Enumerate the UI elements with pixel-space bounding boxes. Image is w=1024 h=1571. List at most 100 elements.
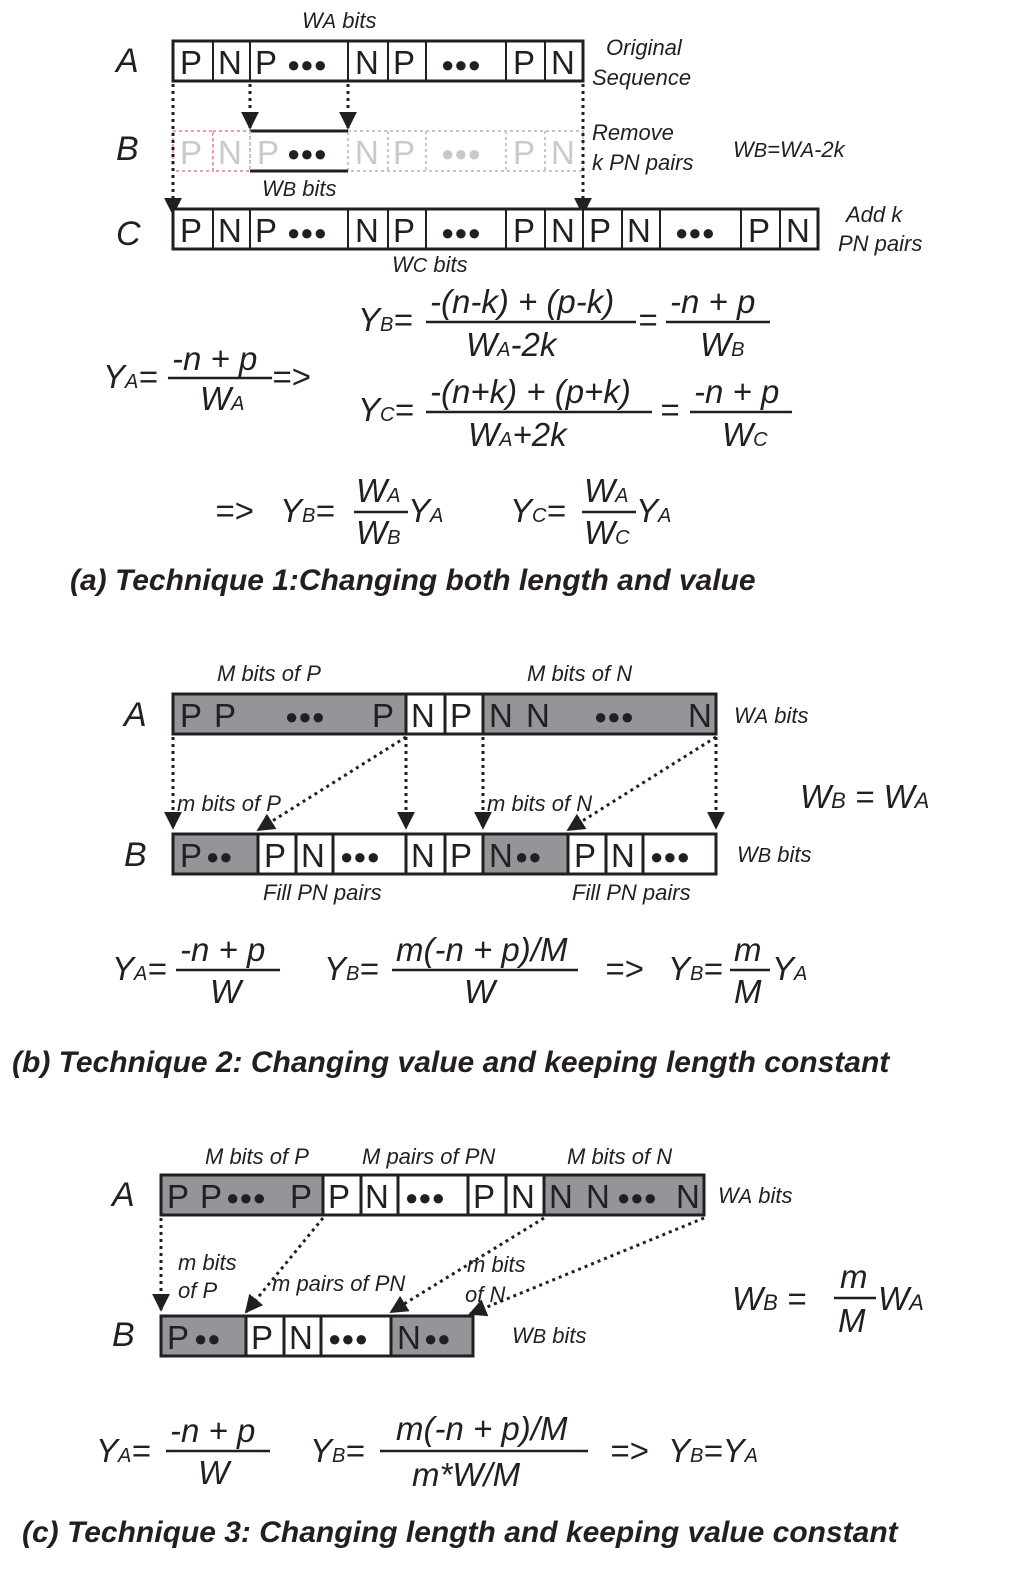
panel-c: M bits of P M pairs of PN M bits of N A … xyxy=(22,1144,924,1549)
row-b-label: B xyxy=(116,130,139,168)
svg-text:N: N xyxy=(301,837,325,874)
svg-text:=>: => xyxy=(605,950,644,987)
wb-bits-label: WB bits xyxy=(512,1323,586,1348)
svg-text:N: N xyxy=(489,837,513,874)
svg-text:●●●: ●●● xyxy=(405,1185,445,1210)
sequence-a: P P ●●● P P N ●●● P N N N ●●● N xyxy=(159,1173,706,1217)
m-pairs-pn-label: M pairs of PN xyxy=(362,1144,495,1169)
svg-text:YA: YA xyxy=(772,950,807,987)
row-a-label: A xyxy=(110,1176,135,1214)
caption-b: (b) Technique 2: Changing value and keep… xyxy=(12,1046,891,1079)
svg-text:●●●: ●●● xyxy=(650,844,690,869)
svg-text:N: N xyxy=(551,212,575,249)
fill-pn-1: Fill PN pairs xyxy=(263,880,382,905)
svg-text:P: P xyxy=(513,212,535,249)
svg-text:W: W xyxy=(198,1454,232,1491)
svg-text:P: P xyxy=(180,44,202,81)
svg-text:●●●: ●●● xyxy=(594,704,634,729)
svg-text:YB=: YB= xyxy=(310,1432,365,1469)
panel-a: A B C WA bits P N P ●●● N P ●●● P N Orig… xyxy=(70,8,922,597)
svg-text:●●: ●● xyxy=(206,844,233,869)
svg-text:P: P xyxy=(255,44,277,81)
svg-text:P: P xyxy=(180,697,202,734)
svg-text:W: W xyxy=(464,973,498,1010)
svg-text:=>: => xyxy=(272,358,311,395)
wa-bits-label: WA bits xyxy=(734,703,808,728)
svg-text:N: N xyxy=(411,837,435,874)
svg-text:WA: WA xyxy=(878,1280,924,1317)
svg-text:P: P xyxy=(180,212,202,249)
svg-text:-n + p: -n + p xyxy=(172,340,257,377)
svg-text:P: P xyxy=(167,1178,189,1215)
row-a-label: A xyxy=(114,42,139,80)
svg-text:WA: WA xyxy=(356,472,401,509)
svg-text:YA=: YA= xyxy=(103,358,158,395)
svg-text:WB: WB xyxy=(700,326,745,363)
svg-text:N: N xyxy=(688,697,712,734)
svg-text:WB: WB xyxy=(356,514,401,551)
svg-text:P: P xyxy=(372,697,394,734)
svg-text:P: P xyxy=(393,44,415,81)
add-label-2: PN pairs xyxy=(838,231,922,256)
svg-text:N: N xyxy=(365,1178,389,1215)
svg-text:N: N xyxy=(218,212,242,249)
svg-text:YB=: YB= xyxy=(668,950,723,987)
m-bits-p-small-1: m bits xyxy=(178,1250,237,1275)
svg-text:●●: ●● xyxy=(424,1326,451,1351)
equations-c: YA= -n + p W YB= m(-n + p)/M m*W/M => YB… xyxy=(96,1410,758,1493)
arrow xyxy=(389,1216,545,1314)
svg-text:P: P xyxy=(167,1319,189,1356)
svg-text:P: P xyxy=(264,837,286,874)
svg-text:YA: YA xyxy=(408,492,443,529)
svg-text:-n + p: -n + p xyxy=(170,1412,255,1449)
sequence-c: P N P ●●● N P ●●● P N P N ●●● P N xyxy=(171,207,820,251)
svg-text:P: P xyxy=(450,837,472,874)
svg-text:●●: ●● xyxy=(515,844,542,869)
arrow xyxy=(244,1217,325,1314)
sequence-b: P ●● P N ●●● N ●● xyxy=(159,1314,475,1358)
svg-text:WC: WC xyxy=(584,514,630,551)
svg-text:N: N xyxy=(397,1319,421,1356)
svg-text:YC=: YC= xyxy=(510,492,566,529)
svg-text:=>: => xyxy=(610,1432,649,1469)
svg-text:=>: => xyxy=(215,492,254,529)
svg-text:●●●: ●●● xyxy=(441,220,481,245)
svg-text:P: P xyxy=(748,212,770,249)
svg-text:N: N xyxy=(218,44,242,81)
svg-text:P: P xyxy=(513,44,535,81)
svg-text:YA=: YA= xyxy=(96,1432,151,1469)
svg-text:WA-2k: WA-2k xyxy=(466,326,558,363)
panel-b: M bits of P M bits of N A P P ●●● P N P … xyxy=(12,661,929,1079)
svg-text:N: N xyxy=(411,697,435,734)
svg-text:N: N xyxy=(355,134,379,171)
svg-text:N: N xyxy=(218,134,242,171)
svg-text:N: N xyxy=(289,1319,313,1356)
svg-text:W: W xyxy=(210,973,244,1010)
row-b-label: B xyxy=(112,1316,135,1354)
svg-text:YA=: YA= xyxy=(112,950,167,987)
svg-text:P: P xyxy=(393,134,415,171)
row-c-label: C xyxy=(116,215,141,253)
sequence-b: P N P ●●● N P ●●● P N xyxy=(172,129,584,173)
svg-text:N: N xyxy=(676,1178,700,1215)
svg-text:YB=YA: YB=YA xyxy=(668,1432,758,1469)
svg-text:P: P xyxy=(290,1178,312,1215)
svg-text:YB=: YB= xyxy=(280,492,335,529)
svg-text:P: P xyxy=(200,1178,222,1215)
svg-text:P: P xyxy=(251,1319,273,1356)
svg-text:●●●: ●●● xyxy=(675,220,715,245)
svg-text:=: = xyxy=(660,391,679,428)
svg-text:P: P xyxy=(328,1178,350,1215)
svg-text:●●●: ●●● xyxy=(340,844,380,869)
m-bits-p-small: m bits of P xyxy=(177,791,281,816)
svg-text:P: P xyxy=(513,134,535,171)
wc-bits-label: WC bits xyxy=(392,252,468,277)
svg-text:●●●: ●●● xyxy=(287,52,327,77)
sequence-a: P N P ●●● N P ●●● P N xyxy=(171,39,585,83)
original-label-2: Sequence xyxy=(592,65,691,90)
svg-text:●●: ●● xyxy=(194,1326,221,1351)
svg-text:N: N xyxy=(489,697,513,734)
svg-text:M: M xyxy=(838,1302,866,1339)
svg-text:N: N xyxy=(355,44,379,81)
caption-c: (c) Technique 3: Changing length and kee… xyxy=(22,1516,900,1549)
